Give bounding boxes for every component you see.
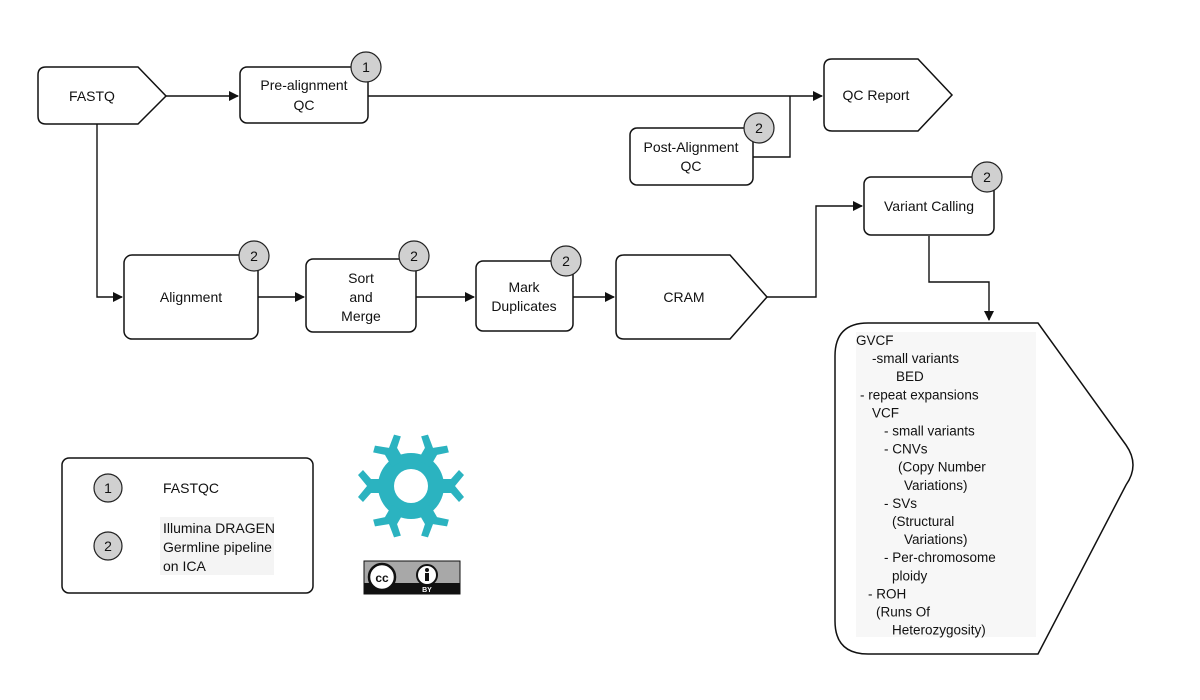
outputs-line: Variations) xyxy=(904,532,968,547)
mark-duplicates-label-line2: Duplicates xyxy=(491,298,556,314)
outputs-line: - SVs xyxy=(884,496,917,511)
outputs-line: - ROH xyxy=(868,586,906,601)
outputs-line: - small variants xyxy=(884,424,975,439)
variant-calling-label: Variant Calling xyxy=(884,198,974,214)
postalign-qc-label-line2: QC xyxy=(681,158,702,174)
legend-item-2-line3: on ICA xyxy=(163,558,206,574)
postalign-qc-badge-number: 2 xyxy=(755,120,763,136)
prealign-qc-label-line1: Pre-alignment xyxy=(260,77,347,93)
mark-duplicates-badge-number: 2 xyxy=(562,253,570,269)
legend-badge-1-number: 1 xyxy=(104,480,112,496)
prealign-qc-badge xyxy=(350,51,382,83)
fastq-label: FASTQ xyxy=(69,88,115,104)
sort-merge-badge xyxy=(398,240,430,272)
legend-badge-1 xyxy=(93,473,123,503)
postalign-qc-badge xyxy=(743,112,775,144)
prealign-qc-label-line2: QC xyxy=(294,97,315,113)
qc-report-node: QC Report xyxy=(823,58,954,132)
legend-item-1-label: FASTQC xyxy=(163,480,219,496)
legend-item-2-line1: Illumina DRAGEN xyxy=(163,520,275,536)
legend-badge-2 xyxy=(93,531,123,561)
cc-icon xyxy=(367,562,397,592)
sort-merge-badge-number: 2 xyxy=(410,248,418,264)
outputs-line: - repeat expansions xyxy=(860,387,979,402)
fastq-node: FASTQ xyxy=(37,66,168,125)
cram-node: CRAM xyxy=(615,254,768,340)
alignment-badge-number: 2 xyxy=(250,248,258,264)
teal-logo xyxy=(358,434,464,538)
outputs-line: (Copy Number xyxy=(898,460,986,475)
alignment-badge xyxy=(238,240,270,272)
postalign-qc-label-line1: Post-Alignment xyxy=(644,139,739,155)
legend-box: 1 FASTQC 2 Illumina DRAGEN Germline pipe… xyxy=(61,457,314,594)
mark-duplicates-label-line1: Mark xyxy=(508,279,540,295)
outputs-line: BED xyxy=(896,369,924,384)
outputs-text-background xyxy=(856,332,1036,637)
outputs-line: ploidy xyxy=(892,568,928,583)
outputs-line: VCF xyxy=(872,405,899,420)
outputs-line: GVCF xyxy=(856,333,894,348)
outputs-line: (Structural xyxy=(892,514,954,529)
sort-merge-label-line2: and xyxy=(349,289,372,305)
variant-calling-node: Variant Calling 2 xyxy=(863,161,1003,236)
variant-calling-badge xyxy=(971,161,1003,193)
sort-merge-label-line3: Merge xyxy=(341,308,381,324)
sort-merge-label-line1: Sort xyxy=(348,270,374,286)
outputs-line: - CNVs xyxy=(884,442,928,457)
sort-merge-node: Sort and Merge 2 xyxy=(305,240,430,333)
cram-label: CRAM xyxy=(663,289,704,305)
mark-duplicates-node: Mark Duplicates 2 xyxy=(475,245,582,332)
cc-by-license-badge: cc BY xyxy=(363,560,461,595)
outputs-line: -small variants xyxy=(872,351,959,366)
edge-fastq-to-alignment xyxy=(96,124,123,302)
edge-variantcalling-to-outputs xyxy=(928,236,994,321)
prealign-qc-badge-number: 1 xyxy=(362,59,370,75)
edge-cram-to-variantcalling xyxy=(767,201,863,298)
outputs-line: Variations) xyxy=(904,478,968,493)
prealign-qc-node: Pre-alignment QC 1 xyxy=(239,51,382,124)
cc-by-label: BY xyxy=(422,587,432,594)
mark-duplicates-badge xyxy=(550,245,582,277)
edge-postalign-to-qcreport xyxy=(753,96,791,158)
outputs-line: (Runs Of xyxy=(876,605,930,620)
alignment-label: Alignment xyxy=(160,289,222,305)
variant-calling-badge-number: 2 xyxy=(983,169,991,185)
qc-report-label: QC Report xyxy=(843,87,910,103)
alignment-node: Alignment 2 xyxy=(123,240,270,340)
postalign-qc-node: Post-Alignment QC 2 xyxy=(629,112,775,186)
legend-badge-2-number: 2 xyxy=(104,538,112,554)
outputs-line: - Per-chromosome xyxy=(884,550,996,565)
outputs-line: Heterozygosity) xyxy=(892,623,986,638)
edges xyxy=(96,91,994,321)
legend-item-2-line2: Germline pipeline xyxy=(163,539,272,555)
svg-text:cc: cc xyxy=(375,571,389,585)
